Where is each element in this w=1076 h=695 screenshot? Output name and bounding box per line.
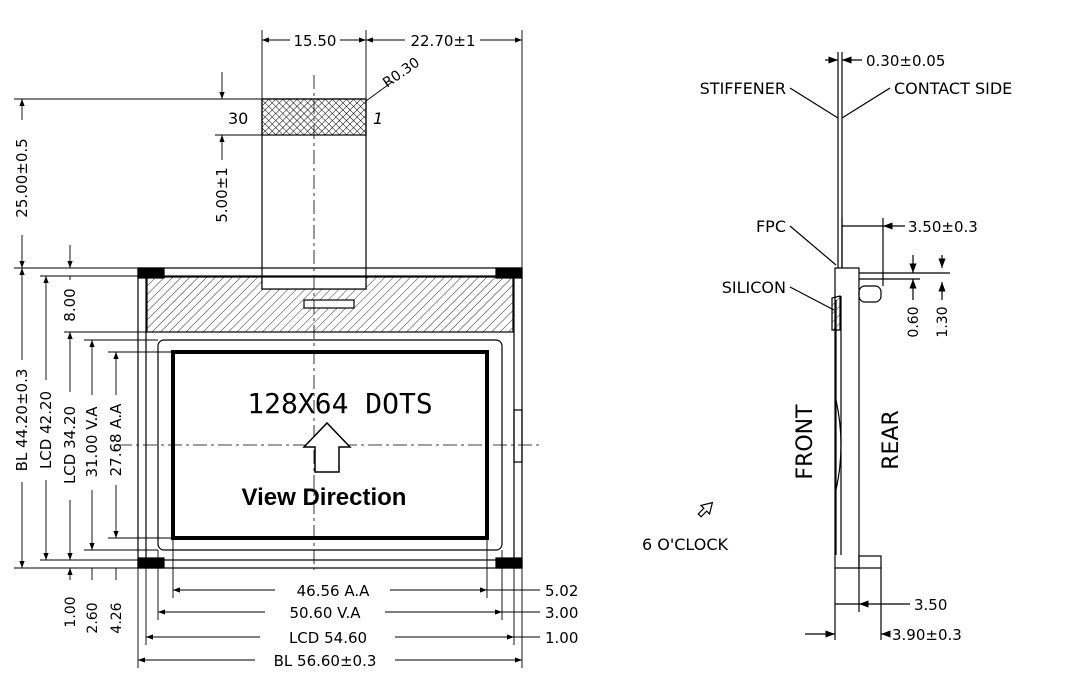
dim-side-060: 0.60 <box>906 306 922 337</box>
dim-tail-height: 25.00±0.5 <box>13 138 31 217</box>
dim-side-fpc-thick: 0.30±0.05 <box>866 52 945 70</box>
front-label: FRONT <box>793 404 818 480</box>
dim-side-130: 1.30 <box>935 306 951 337</box>
module-body <box>834 267 860 569</box>
dim-top-offset: 22.70±1 <box>410 32 475 50</box>
dim-side-fpc-offset: 3.50±0.3 <box>908 218 978 236</box>
dim-top-band: 8.00 <box>61 288 79 321</box>
dim-lcd-inner: LCD 34.20 <box>61 406 79 484</box>
dim-tab-height: 5.00±1 <box>213 167 231 223</box>
side-view <box>697 52 950 640</box>
dimension-lines <box>14 30 540 668</box>
pin-1-label: 1 <box>373 109 383 128</box>
clock-label: 6 O'CLOCK <box>642 535 729 554</box>
dim-aa-height: 27.68 A.A <box>107 403 125 476</box>
dim-va-width: 50.60 V.A <box>289 604 361 622</box>
dim-side-350: 3.50 <box>914 596 947 614</box>
dim-top-fpc: 15.50 <box>294 32 337 50</box>
silicon-label: SILICON <box>722 278 786 297</box>
view-direction-arrow <box>302 421 352 473</box>
dim-right-2: 3.00 <box>545 604 578 622</box>
dim-right-3: 1.00 <box>545 629 578 647</box>
corner-block <box>137 557 165 569</box>
stiffener-label: STIFFENER <box>700 79 786 98</box>
contact-side-label: CONTACT SIDE <box>894 79 1012 98</box>
dim-side-390: 3.90±0.3 <box>892 626 962 644</box>
dim-left-2: 2.60 <box>85 602 101 633</box>
dim-left-3: 4.26 <box>109 602 125 633</box>
pin-30-label: 30 <box>228 109 248 128</box>
dim-bl-height: BL 44.20±0.3 <box>13 369 31 472</box>
rear-label: REAR <box>879 410 904 470</box>
dim-lcd-width: LCD 54.60 <box>289 629 367 647</box>
corner-block <box>495 557 523 569</box>
dim-right-1: 5.02 <box>545 582 578 600</box>
fpc-label: FPC <box>756 217 786 236</box>
dim-va-height: 31.00 V.A <box>83 406 101 478</box>
screen-text: 128X64 DOTS <box>247 387 432 420</box>
dim-bl-width: BL 56.60±0.3 <box>274 652 377 670</box>
radius-label: R0.30 <box>380 55 423 92</box>
dim-aa-width: 46.56 A.A <box>297 582 370 600</box>
front-view <box>118 75 540 570</box>
view-direction-label: View Direction <box>242 484 407 511</box>
dim-left-1: 1.00 <box>63 596 79 627</box>
dim-lcd-height: LCD 42.20 <box>37 391 55 469</box>
